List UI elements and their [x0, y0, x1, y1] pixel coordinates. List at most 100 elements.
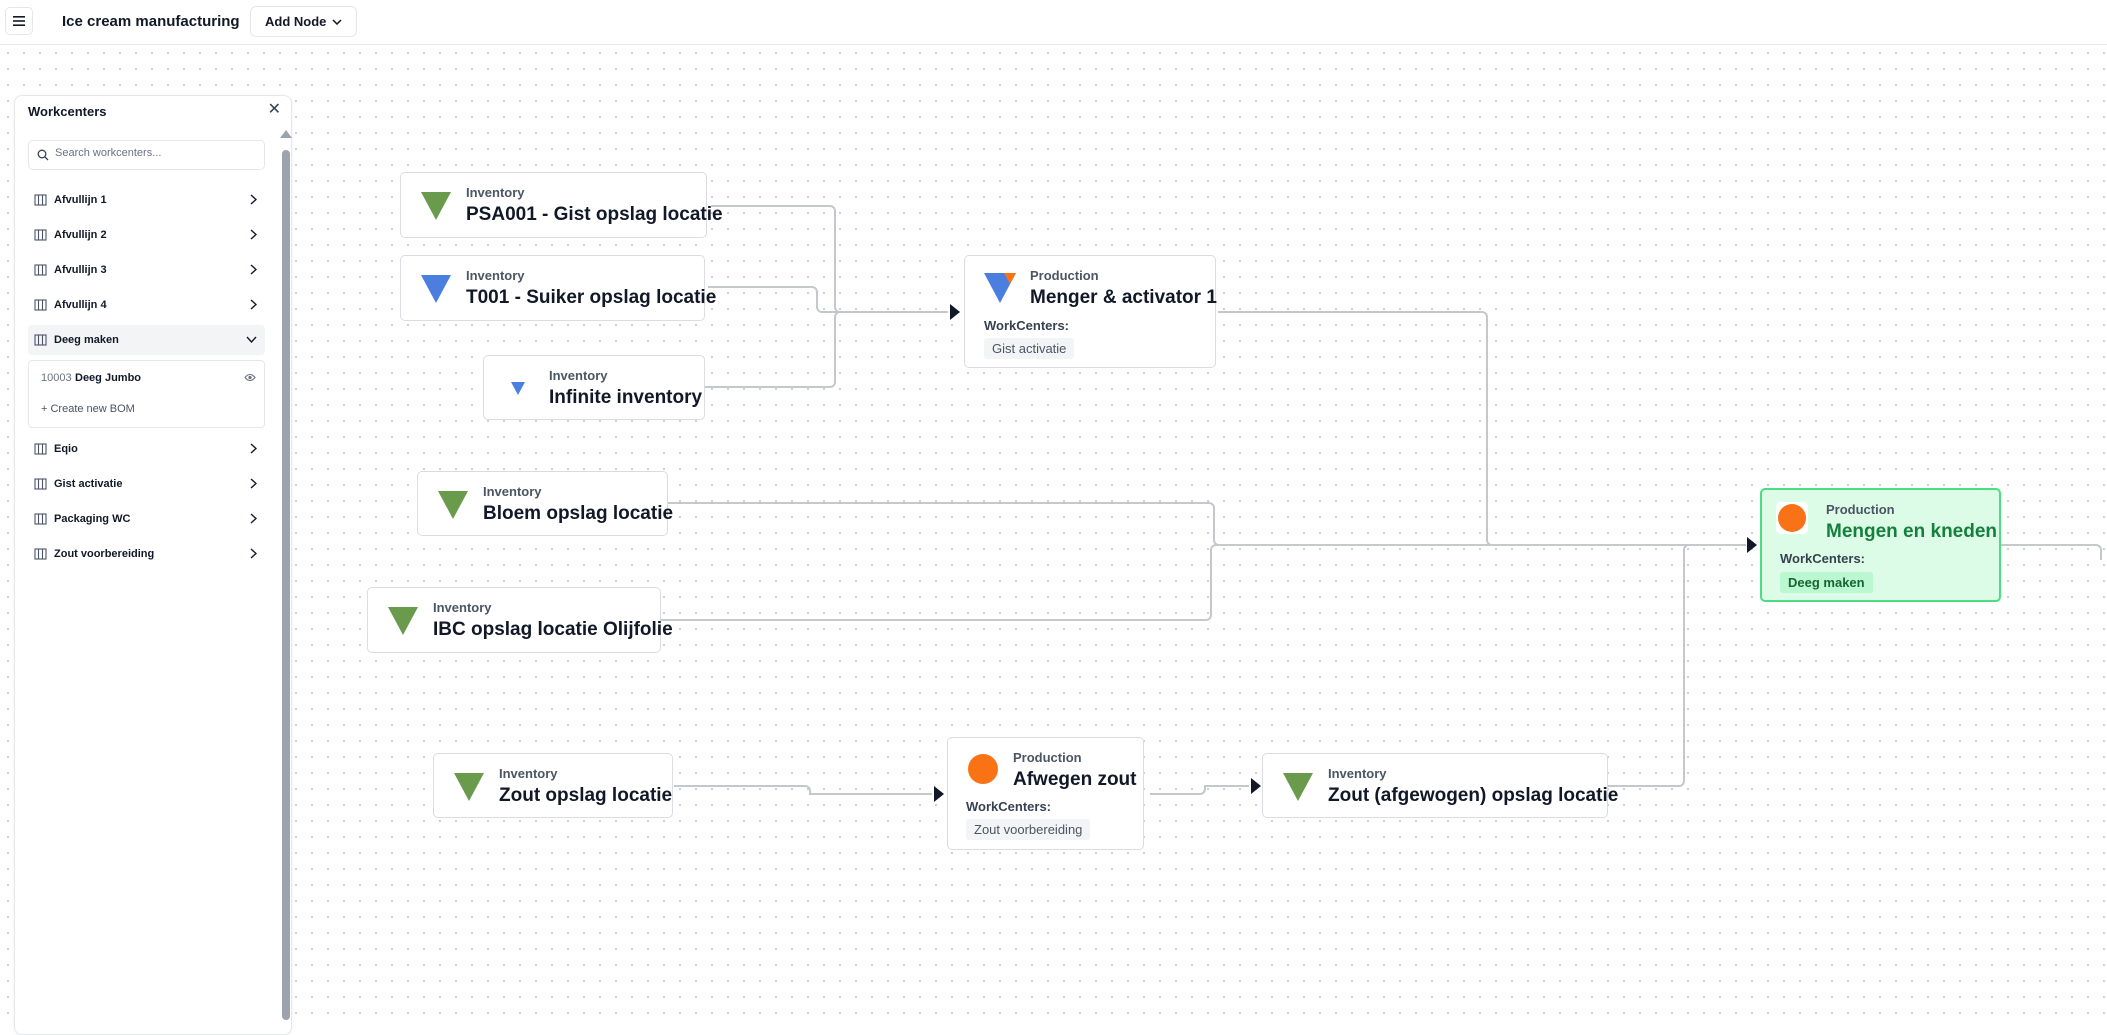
edge-afwegen-zoutafg [1150, 785, 1249, 795]
building-icon [34, 478, 47, 490]
building-icon [34, 194, 47, 206]
workcenter-label: Zout voorbereiding [54, 548, 155, 560]
add-node-button[interactable]: Add Node [250, 6, 358, 37]
search-field[interactable] [28, 140, 265, 170]
workcenters-label: WorkCenters: [1780, 551, 1866, 566]
flow-node-afwegen[interactable]: Production Afwegen zout WorkCenters: Zou… [947, 737, 1144, 850]
menu-button[interactable] [5, 7, 33, 35]
workcenter-label: Eqio [54, 443, 78, 455]
chevron-down-icon [246, 336, 257, 343]
workcenter-label: Deeg maken [54, 334, 119, 346]
node-name: Menger & activator 1 [1030, 287, 1217, 308]
chevron-right-icon [250, 264, 257, 275]
small-blue-triangle-icon [511, 382, 525, 395]
hamburger-icon [13, 16, 25, 26]
building-icon [34, 548, 47, 560]
flow-node-zoutafg[interactable]: Inventory Zout (afgewogen) opslag locati… [1262, 753, 1618, 818]
workcenter-label: Afvullijn 3 [54, 264, 107, 276]
panel-title: Workcenters [28, 104, 107, 119]
node-type-label: Inventory [1328, 766, 1387, 781]
edge-bloem-mengen [668, 502, 1746, 546]
bom-name: Deeg Jumbo [75, 372, 142, 384]
chevron-right-icon [250, 478, 257, 489]
workcenter-label: Gist activatie [54, 478, 123, 490]
edge-zoutafg-mengen [1608, 544, 1746, 787]
workcenter-label: Afvullijn 2 [54, 229, 107, 241]
green-triangle-icon [388, 607, 418, 635]
building-icon [34, 334, 47, 346]
workcenters-label: WorkCenters: [966, 799, 1052, 814]
arrowhead-mengen [1747, 537, 1757, 553]
node-name: Zout opslag locatie [499, 785, 673, 806]
flow-node-menger[interactable]: Production Menger & activator 1 WorkCent… [964, 255, 1217, 368]
workcenter-chip: Deeg maken [1780, 572, 1873, 593]
close-icon[interactable]: ✕ [267, 101, 281, 118]
workcenter-item-gist-activatie[interactable]: Gist activatie [28, 469, 265, 499]
node-type-label: Inventory [433, 600, 492, 615]
flow-node-ibc[interactable]: Inventory IBC opslag locatie Olijfolie [367, 587, 673, 653]
workcenter-item-afvullijn-4[interactable]: Afvullijn 4 [28, 290, 265, 320]
workcenter-chip: Zout voorbereiding [966, 819, 1091, 840]
node-type-label: Inventory [466, 268, 525, 283]
create-bom-link[interactable]: + Create new BOM [41, 403, 135, 415]
edge-zout-afwegen [674, 785, 932, 795]
chevron-right-icon [250, 513, 257, 524]
workcenter-item-zout-voorbereiding[interactable]: Zout voorbereiding [28, 539, 265, 569]
node-name: PSA001 - Gist opslag locatie [466, 204, 723, 225]
scroll-up-arrow-icon[interactable] [280, 130, 292, 138]
workcenter-item-afvullijn-2[interactable]: Afvullijn 2 [28, 220, 265, 250]
arrowhead-zoutafg [1251, 778, 1261, 794]
flow-node-bloem[interactable]: Inventory Bloem opslag locatie [417, 471, 673, 536]
workcenter-item-afvullijn-3[interactable]: Afvullijn 3 [28, 255, 265, 285]
workcenter-item-eqio[interactable]: Eqio [28, 434, 265, 464]
arrowhead-afwegen [934, 786, 944, 802]
panel-scrollbar-thumb[interactable] [282, 150, 290, 1020]
flow-node-mengen[interactable]: Production Mengen en kneden WorkCenters:… [1760, 488, 2001, 602]
workcenters-panel: Workcenters ✕ Afvullijn 1 Afvullijn 2 Af… [14, 95, 292, 1035]
green-triangle-icon [1283, 773, 1313, 801]
edge-psa001-menger [711, 205, 948, 313]
workcenter-label: Packaging WC [54, 513, 131, 525]
blue-orange-triangle-icon [984, 273, 1016, 303]
eye-icon[interactable] [244, 373, 256, 382]
workcenter-item-deeg-maken[interactable]: Deeg maken [28, 325, 265, 355]
workcenter-item-afvullijn-1[interactable]: Afvullijn 1 [28, 185, 265, 215]
edge-menger-mengen [1218, 311, 1746, 546]
node-type-label: Production [1013, 750, 1082, 765]
bom-item[interactable]: 10003 Deeg Jumbo [41, 372, 256, 388]
edge-mengen-out [2000, 544, 2102, 560]
orange-circle-icon [968, 754, 998, 784]
chevron-right-icon [250, 194, 257, 205]
node-name: Bloem opslag locatie [483, 503, 674, 524]
flow-node-infinite[interactable]: Inventory Infinite inventory [483, 355, 705, 420]
search-input[interactable] [55, 147, 255, 159]
icon-container [1776, 502, 1808, 534]
workcenter-item-packaging-wc[interactable]: Packaging WC [28, 504, 265, 534]
orange-circle-icon [1778, 504, 1806, 532]
green-triangle-icon [454, 773, 484, 801]
node-name: Mengen en kneden [1826, 521, 1998, 542]
blue-triangle-icon [421, 275, 451, 303]
arrowhead-menger [950, 304, 960, 320]
flow-node-t001[interactable]: Inventory T001 - Suiker opslag locatie [400, 255, 716, 321]
green-triangle-icon [438, 491, 468, 519]
chevron-right-icon [250, 229, 257, 240]
flow-node-psa001[interactable]: Inventory PSA001 - Gist opslag locatie [400, 172, 723, 238]
add-node-label: Add Node [265, 14, 327, 29]
workcenter-label: Afvullijn 1 [54, 194, 107, 206]
edge-infinite-menger [705, 311, 948, 388]
node-type-label: Production [1030, 268, 1099, 283]
building-icon [34, 264, 47, 276]
node-type-label: Inventory [549, 368, 608, 383]
flow-node-zout[interactable]: Inventory Zout opslag locatie [433, 753, 673, 818]
workcenter-label: Afvullijn 4 [54, 299, 107, 311]
edge-t001-menger [708, 286, 948, 313]
green-triangle-icon [421, 192, 451, 220]
chevron-right-icon [250, 299, 257, 310]
node-type-label: Production [1826, 502, 1895, 517]
building-icon [34, 443, 47, 455]
flow-canvas[interactable] [0, 45, 2107, 1020]
search-icon [37, 149, 49, 161]
node-name: Infinite inventory [549, 387, 703, 408]
